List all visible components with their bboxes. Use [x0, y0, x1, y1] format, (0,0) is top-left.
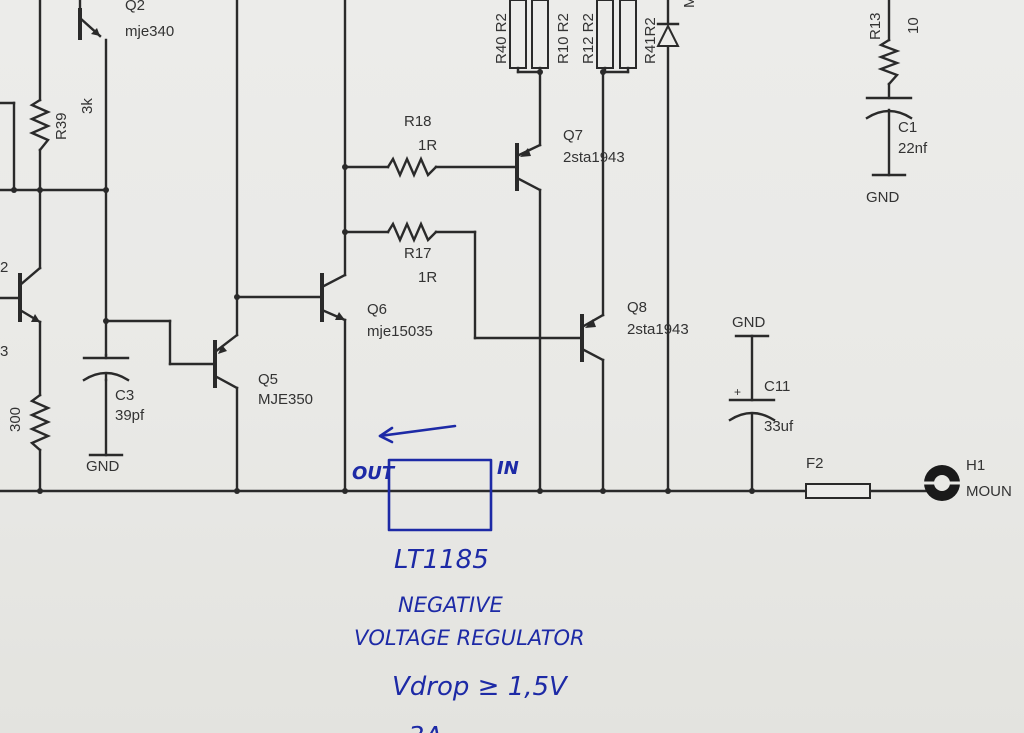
r18-resistor: [386, 156, 438, 178]
q5-value: MJE350: [258, 391, 313, 408]
junction-dot: [600, 488, 606, 494]
r41-resistor: [619, 0, 637, 69]
part-number: LT1185: [394, 545, 489, 575]
junction-dot: [11, 187, 17, 193]
junction-dot: [342, 164, 348, 170]
component-labels: Q2 mje340 R39 3k 2 3 300 C3 39pf GND Q5 …: [0, 0, 1012, 500]
q5-ref: Q5: [258, 371, 278, 388]
r13-value: 10: [905, 17, 922, 34]
junction-dot: [749, 488, 755, 494]
r10-label: R10 R2: [555, 13, 572, 64]
junction-dot: [234, 294, 240, 300]
diode-symbol: [656, 0, 680, 47]
handwritten-annotation: OUT IN LT1185 NEGATIVE VOLTAGE REGULATOR…: [352, 424, 585, 733]
q6-transistor: [320, 273, 347, 322]
junction-dot: [342, 229, 348, 235]
annotation-line-1: NEGATIVE: [398, 593, 503, 617]
q5-transistor: [213, 333, 239, 390]
q6-value: mje15035: [367, 323, 433, 340]
c1-ref: C1: [898, 119, 917, 136]
junction-dot: [537, 488, 543, 494]
c1-plate-curved: [865, 109, 913, 120]
q8-value: 2sta1943: [627, 321, 689, 338]
junction-dot: [665, 488, 671, 494]
resistors: [29, 0, 901, 452]
q2-value: mje340: [125, 23, 174, 40]
r17-value: 1R: [418, 269, 437, 286]
gnd-c11-label: GND: [732, 314, 766, 331]
c3-value: 39pf: [115, 407, 145, 424]
r39-resistor: [29, 98, 51, 152]
pin-in-label: IN: [497, 458, 519, 479]
r300-value: 300: [7, 407, 24, 432]
junction-dot: [234, 488, 240, 494]
r18-value: 1R: [418, 137, 437, 154]
junctions: [11, 69, 755, 494]
junction-dot: [342, 488, 348, 494]
annotation-line-3: Vdrop ≥ 1,5V: [392, 672, 569, 702]
transistors: [0, 8, 605, 390]
gnd-c1-label: GND: [866, 189, 900, 206]
h1-ref: H1: [966, 457, 985, 474]
c11-plate-curved: [728, 411, 776, 422]
junction-dot: [37, 488, 43, 494]
c11-ref: C11: [764, 378, 790, 395]
r13-ref: R13: [867, 12, 884, 40]
left-edge-label-b: 3: [0, 343, 8, 360]
r12-label: R12 R2: [580, 13, 597, 64]
q-left-transistor: [0, 266, 42, 324]
left-edge-label-a: 2: [0, 259, 8, 276]
r40-label: R40 R2: [493, 13, 510, 64]
q8-transistor: [580, 313, 605, 362]
q8-ref: Q8: [627, 299, 647, 316]
r13-resistor: [877, 38, 901, 86]
arrow-head: [378, 426, 394, 444]
r12-resistor: [596, 0, 614, 69]
c11-polarity: +: [734, 385, 741, 399]
wires: [0, 0, 932, 493]
q7-transistor: [515, 143, 542, 192]
c11-value: 33uf: [764, 418, 794, 435]
r41-label: R41R2: [642, 17, 659, 64]
junction-dot: [37, 187, 43, 193]
r18-ref: R18: [404, 113, 432, 130]
r39-value: 3k: [79, 98, 96, 114]
h1-value: MOUN: [966, 483, 1012, 500]
r10-resistor: [531, 0, 549, 69]
c3-ref: C3: [115, 387, 134, 404]
annotation-line-4: 3A: [408, 722, 442, 733]
f2-fuse: [805, 483, 871, 499]
r17-resistor: [386, 221, 438, 243]
h1-mounting-hole: [920, 465, 964, 501]
annotation-line-2: VOLTAGE REGULATOR: [354, 626, 585, 650]
c1-value: 22nf: [898, 140, 928, 157]
q6-ref: Q6: [367, 301, 387, 318]
junction-dot: [103, 187, 109, 193]
r17-ref: R17: [404, 245, 432, 262]
q7-ref: Q7: [563, 127, 583, 144]
junction-dot: [103, 318, 109, 324]
r39-ref: R39: [53, 112, 70, 140]
q2-ref: Q2: [125, 0, 145, 14]
capacitors: [82, 96, 913, 457]
gnd-c3-label: GND: [86, 458, 120, 475]
r300-resistor: [29, 393, 51, 452]
direction-arrow: [378, 424, 457, 438]
pin-out-label: OUT: [352, 463, 396, 484]
r40-resistor: [509, 0, 527, 69]
q7-value: 2sta1943: [563, 149, 625, 166]
q2-transistor: [78, 8, 102, 40]
diode-tail-label: M: [681, 0, 698, 8]
lt1185-box: [387, 458, 493, 532]
f2-ref: F2: [806, 455, 824, 472]
